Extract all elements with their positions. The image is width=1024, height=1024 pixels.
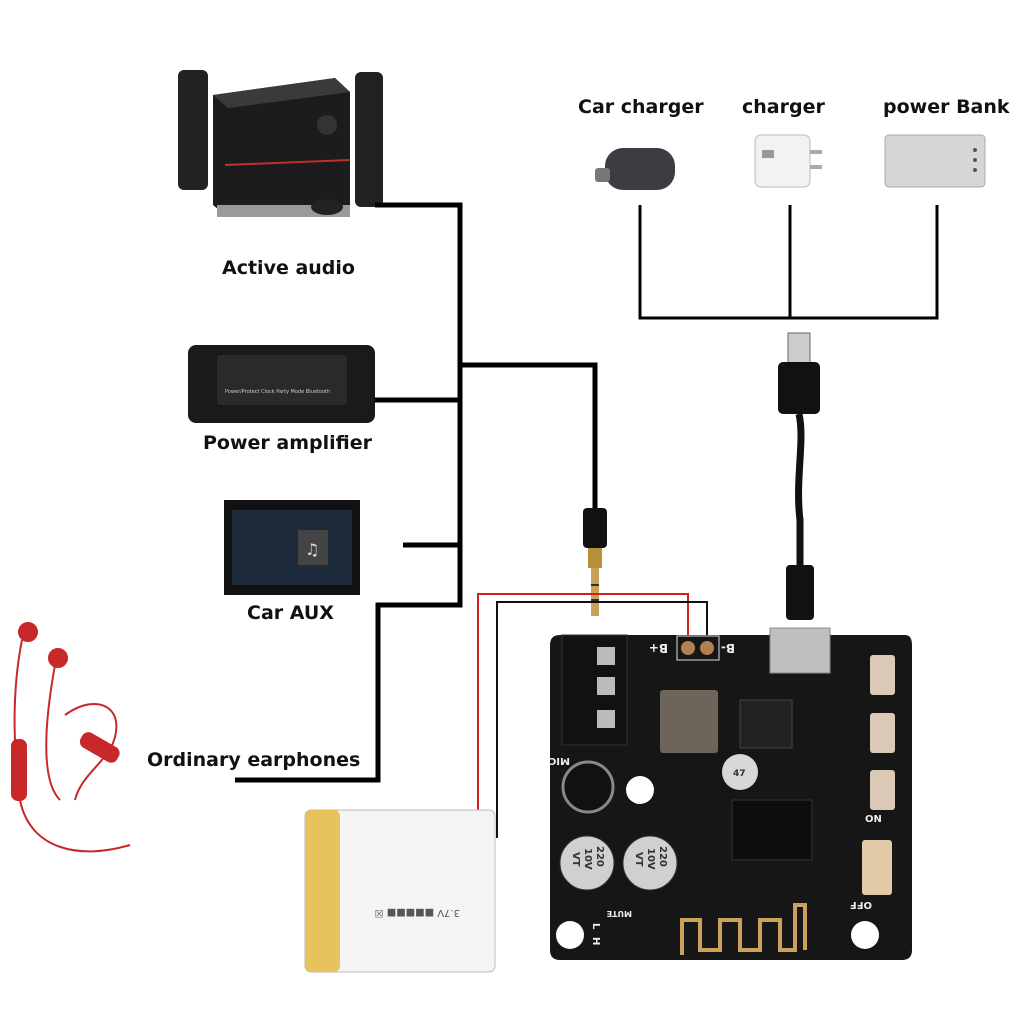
label-h: H <box>590 937 601 945</box>
label-mic: MIC <box>549 755 570 766</box>
battery-wire-black <box>496 601 708 838</box>
power-wires <box>638 205 939 320</box>
label-power-bank: power Bank <box>883 96 1010 118</box>
audio-wires <box>235 202 598 783</box>
label-b-plus: B+ <box>649 641 668 655</box>
label-l: L <box>590 923 601 930</box>
label-on: ON <box>865 814 882 825</box>
audio-plug <box>583 508 607 616</box>
lipo-battery: 3.7V ■■■■■ ☒ <box>304 809 496 973</box>
power-bank-icon <box>884 134 986 188</box>
svg-text:Power/Protect Clock Party Mo: Power/Protect Clock Party Mode Bluetooth <box>225 389 330 395</box>
label-car-aux: Car AUX <box>247 602 334 624</box>
cap-2-voltage: 10V <box>645 848 656 870</box>
cap-2-value: 220 <box>657 846 668 867</box>
amplifier-icon: Power/Protect Clock Party Mode Bluetooth <box>188 345 375 423</box>
earphones-icon <box>11 622 131 853</box>
bluetooth-antenna <box>680 903 807 955</box>
label-b-minus: B- <box>721 641 735 655</box>
label-ordinary-earphones: Ordinary earphones <box>147 749 361 771</box>
usb-cable <box>778 332 820 620</box>
label-active-audio: Active audio <box>222 257 355 279</box>
car-screen-icon: ♫ <box>224 500 360 595</box>
cap-1-value: 220 <box>594 846 605 867</box>
label-mute: MUTE <box>607 909 632 918</box>
label-charger: charger <box>742 96 825 118</box>
car-charger-icon <box>595 148 675 190</box>
label-car-charger: Car charger <box>578 96 704 118</box>
cap-2-series: VT <box>633 852 644 867</box>
label-off: OFF <box>850 899 872 910</box>
label-power-amplifier: Power amplifier <box>203 432 372 454</box>
bluetooth-board <box>550 627 912 960</box>
svg-text:♫: ♫ <box>305 540 319 559</box>
svg-text:3.7V ■■■■■ ☒: 3.7V ■■■■■ ☒ <box>375 907 460 918</box>
battery-wire-red <box>477 593 689 815</box>
cap-1-series: VT <box>570 852 581 867</box>
cap-1-voltage: 10V <box>582 848 593 870</box>
speaker-system-icon <box>178 70 383 217</box>
wall-charger-icon <box>754 134 822 188</box>
small-cap-label: 47 <box>733 769 746 779</box>
